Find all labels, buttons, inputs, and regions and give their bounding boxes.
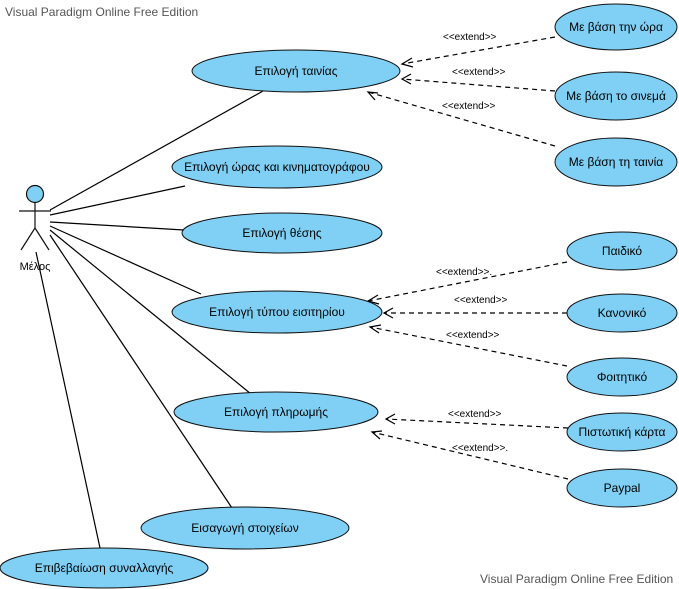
use-case-ellipse [554, 3, 678, 51]
use-case-regular[interactable]: Κανονικό [566, 293, 678, 333]
assoc-choose-movie [49, 90, 264, 211]
use-case-student[interactable]: Φοιτητικό [566, 357, 678, 397]
use-case-label: Με βάση την ώρα [569, 20, 663, 34]
use-case-credit-card[interactable]: Πιστωτική κάρτα [566, 412, 678, 452]
assoc-choose-payment [49, 229, 252, 395]
use-case-ellipse [181, 212, 383, 254]
use-case-label: Πιστωτική κάρτα [579, 425, 666, 439]
use-case-choose-ticket-type[interactable]: Επιλογή τύπου εισιτηρίου [171, 290, 383, 334]
extend-line-child [367, 261, 568, 302]
actor-right-leg [34, 227, 50, 251]
extend-group-payment: <<extend>> <<extend>>. [370, 409, 569, 480]
use-case-ellipse [173, 391, 379, 433]
extend-line-by-cinema [401, 78, 556, 92]
use-case-ellipse [0, 547, 209, 589]
extend-line-paypal [371, 431, 569, 480]
use-case-ellipse [554, 137, 678, 187]
assoc-choose-ticket-type [49, 225, 202, 295]
use-case-ellipse [566, 412, 678, 452]
use-case-label: Επιλογή τύπου εισιτηρίου [209, 305, 345, 319]
use-case-by-movie[interactable]: Με βάση τη ταινία [554, 137, 678, 187]
use-case-label: Εισαγωγή στοιχείων [191, 521, 298, 535]
use-case-choose-movie[interactable]: Επιλογή ταινίας [191, 49, 401, 93]
use-case-ellipse [171, 290, 383, 334]
use-case-enter-details[interactable]: Εισαγωγή στοιχείων [140, 506, 350, 550]
use-case-ellipse [566, 293, 678, 333]
assoc-enter-details [49, 234, 233, 509]
use-case-label: Επιλογή ώρας και κινηματογράφου [184, 160, 370, 174]
use-case-label: Επιλογή θέσης [242, 226, 322, 240]
use-case-choose-payment[interactable]: Επιλογή πληρωμής [173, 391, 379, 433]
use-case-label: Επιλογή πληρωμής [224, 405, 328, 419]
assoc-choose-time-cinema [49, 185, 186, 216]
extend-label: <<extend>> [443, 32, 497, 43]
extend-label: <<extend>> [452, 67, 506, 78]
extend-arrowhead [400, 57, 414, 68]
association-lines [35, 90, 264, 549]
actor-label: Μέλος [20, 261, 51, 273]
use-case-confirm-transaction[interactable]: Επιβεβαίωση συναλλαγής [0, 547, 209, 589]
actor-left-leg [20, 227, 36, 251]
use-case-label: Κανονικό [598, 306, 647, 320]
extend-line-by-time [401, 36, 556, 65]
use-case-label: Παιδικό [602, 244, 642, 258]
extend-arrowhead [382, 307, 394, 319]
extend-label: <<extend>> [454, 295, 508, 306]
use-case-label: Επιβεβαίωση συναλλαγής [35, 561, 174, 575]
use-case-choose-seat[interactable]: Επιλογή θέσης [181, 212, 383, 254]
use-case-ellipse [191, 49, 401, 93]
use-case-by-cinema[interactable]: Με βάση το σινεμά [554, 71, 678, 121]
extend-group-movie: <<extend>> <<extend>> <<extend>> [366, 32, 556, 147]
use-case-label: Με βάση το σινεμά [566, 89, 666, 103]
extend-group-ticket: <<extend>>. <<extend>> <<extend>> [366, 261, 568, 367]
use-case-ellipse [566, 468, 678, 508]
extend-arrowhead [366, 91, 379, 101]
watermark-bottom: Visual Paradigm Online Free Edition [480, 572, 673, 586]
use-case-by-time[interactable]: Με βάση την ώρα [554, 3, 678, 51]
extend-line-credit-card [385, 418, 569, 429]
use-case-paypal[interactable]: Paypal [566, 468, 678, 508]
extend-label: <<extend>> [442, 101, 496, 112]
extend-line-by-movie [367, 91, 556, 147]
actor-head [25, 184, 45, 204]
assoc-confirm-transaction [35, 251, 101, 549]
extend-label: <<extend>> [448, 409, 502, 420]
extend-label: <<extend>> [446, 330, 500, 341]
extend-arrowhead [400, 73, 412, 85]
extend-arrowhead [384, 413, 396, 425]
watermark-top: Visual Paradigm Online Free Edition [5, 5, 198, 19]
extend-line-student [369, 326, 568, 367]
use-case-ellipse [140, 506, 350, 550]
use-case-ellipse [554, 71, 678, 121]
use-case-label: Επιλογή ταινίας [254, 64, 337, 78]
extend-label: <<extend>>. [436, 267, 492, 278]
use-case-label: Φοιτητικό [597, 370, 648, 384]
assoc-choose-seat [49, 221, 185, 231]
actor-member[interactable]: Μέλος [19, 184, 51, 274]
use-case-label: Paypal [604, 481, 641, 495]
extend-label: <<extend>>. [452, 443, 508, 454]
use-case-child[interactable]: Παιδικό [566, 231, 678, 271]
use-case-ellipse [566, 357, 678, 397]
extend-arrowhead [370, 430, 383, 440]
use-case-choose-time-cinema[interactable]: Επιλογή ώρας και κινηματογράφου [171, 145, 383, 189]
use-case-label: Με βάση τη ταινία [569, 155, 664, 169]
extend-arrowhead [368, 324, 382, 334]
use-case-ellipse [171, 145, 383, 189]
use-case-ellipse [566, 231, 678, 271]
